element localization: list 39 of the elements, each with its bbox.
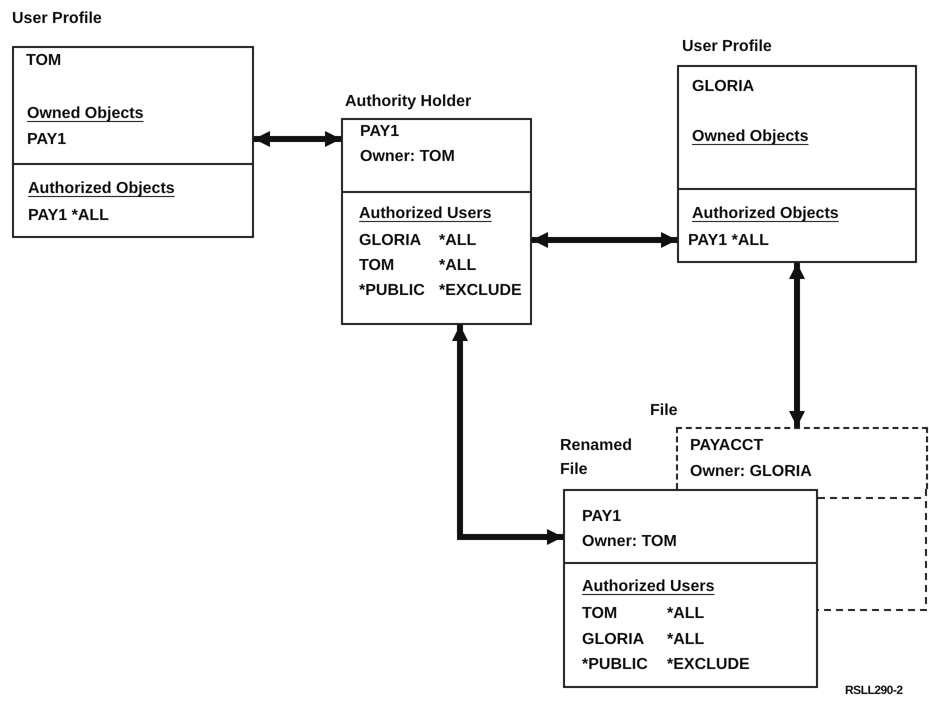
entry-text: Owner: TOM: [582, 532, 677, 552]
entry-text: GLORIA: [582, 630, 644, 650]
double-arrow: [452, 325, 563, 545]
double-arrow: [254, 131, 341, 147]
section-heading: Authorized Users: [359, 204, 492, 224]
entry-text: *PUBLIC: [582, 655, 648, 675]
box-title: Authority Holder: [345, 92, 472, 112]
box-title: User Profile: [12, 9, 102, 29]
entry-text: *ALL: [667, 630, 704, 650]
entry-text: PAYACCT: [690, 436, 764, 456]
entry-text: PAY1 *ALL: [28, 206, 109, 226]
entry-text: TOM: [582, 604, 618, 624]
entry-text: GLORIA: [359, 231, 422, 251]
section-heading: Authorized Objects: [692, 204, 839, 224]
figure-id: RSLL290-2: [845, 683, 903, 697]
section-heading: Authorized Users: [582, 577, 714, 597]
box-title: User Profile: [682, 37, 772, 57]
entry-text: Owner: GLORIA: [690, 462, 812, 482]
profile-name: GLORIA: [692, 77, 754, 97]
box-title: Renamed File: [560, 436, 634, 480]
entry-text: PAY1: [27, 130, 66, 150]
double-arrow: [789, 263, 805, 427]
section-heading: Owned Objects: [27, 104, 144, 124]
entry-text: PAY1: [360, 122, 400, 142]
box-title: File: [650, 401, 678, 421]
entry-text: PAY1: [582, 507, 622, 527]
entry-text: *EXCLUDE: [667, 655, 750, 675]
entry-text: Owner: TOM: [360, 147, 455, 167]
entry-text: *ALL: [439, 256, 476, 276]
entry-text: TOM: [359, 256, 394, 276]
entry-text: *ALL: [667, 604, 704, 624]
entry-text: *PUBLIC: [359, 281, 425, 301]
entry-text: PAY1 *ALL: [688, 231, 769, 251]
entry-text: *ALL: [439, 231, 476, 251]
section-heading: Authorized Objects: [28, 179, 175, 199]
double-arrow: [532, 232, 677, 248]
entry-text: *EXCLUDE: [439, 281, 522, 301]
section-heading: Owned Objects: [692, 127, 808, 147]
profile-name: TOM: [26, 51, 62, 71]
